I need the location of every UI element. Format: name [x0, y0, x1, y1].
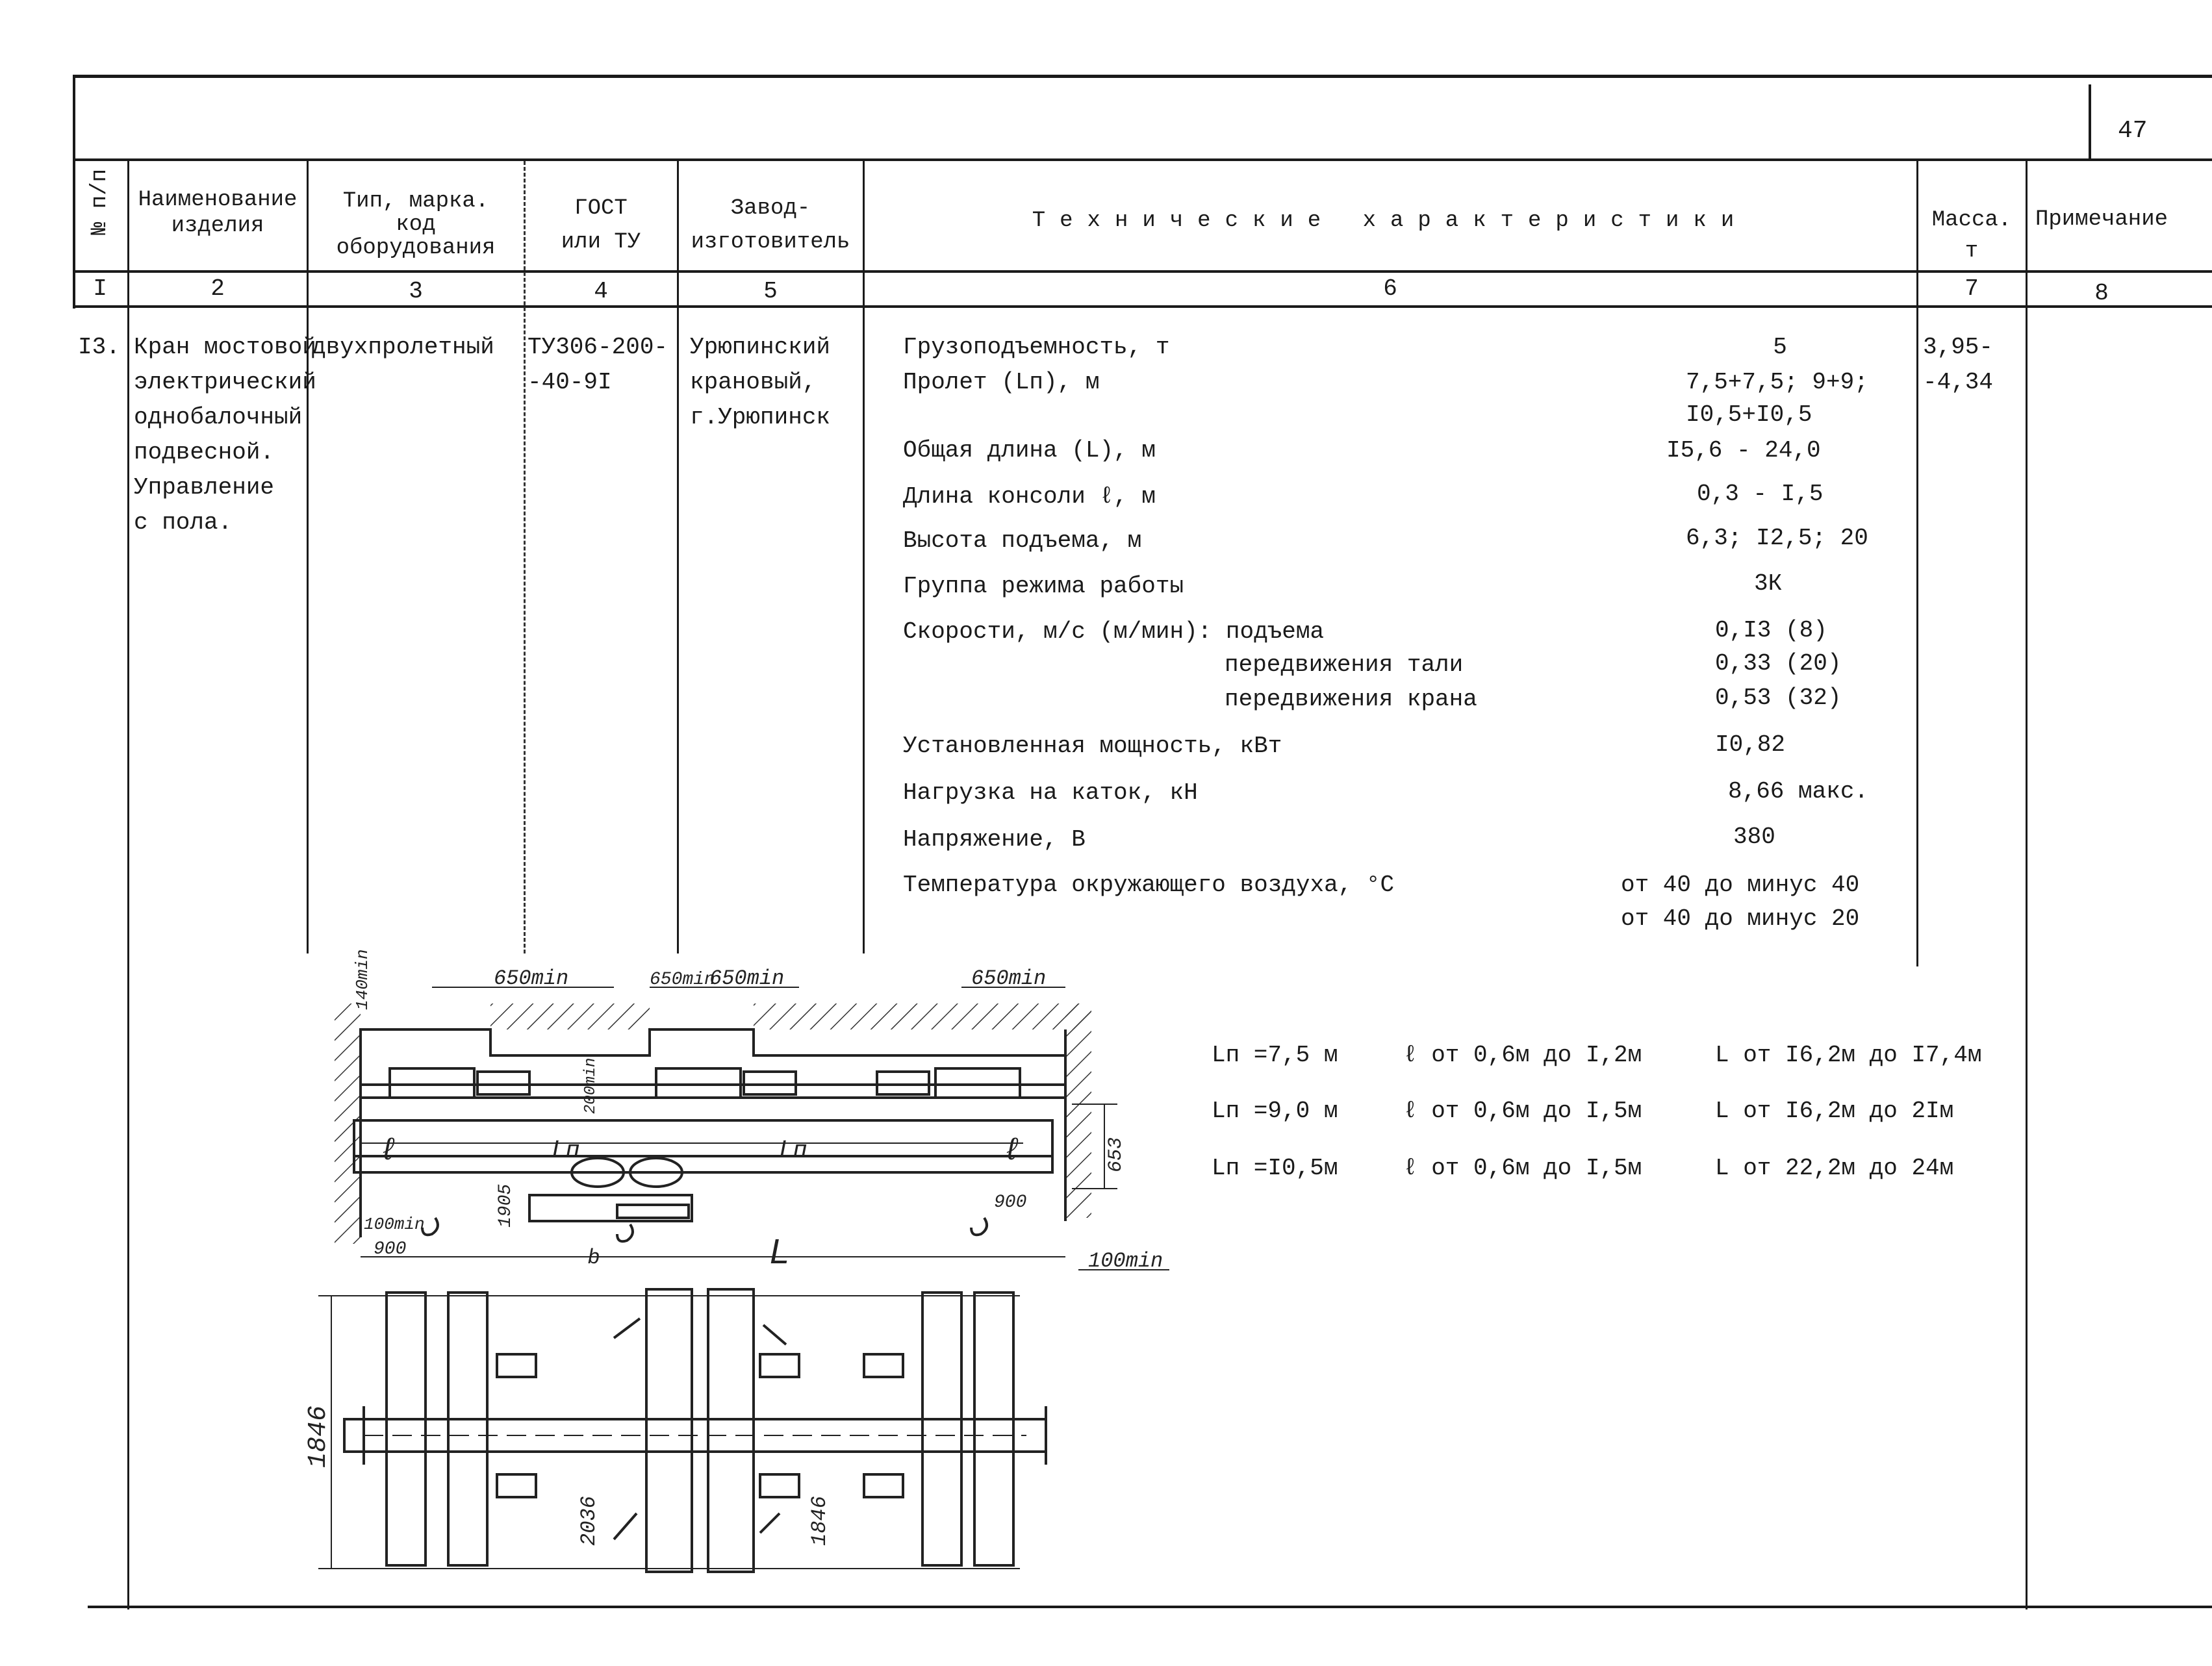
colnum-6: 6 [1383, 275, 1397, 302]
spec-label: передвижения тали [1225, 651, 1464, 678]
spec-label: Скорости, м/с (м/мин): подъема [903, 618, 1325, 645]
dim-650-label: 650min [971, 966, 1046, 991]
row-mass: 3,95--4,34 [1923, 334, 1994, 396]
col-sep-6 [1916, 161, 1918, 966]
col-sep-3 [524, 161, 526, 953]
dim-1846-label: 1846 [807, 1496, 832, 1546]
spec-value: I0,5+I0,5 [1686, 401, 1812, 428]
spec-value: 0,33 (20) [1715, 650, 1842, 677]
colnum-3: 3 [409, 278, 423, 305]
header-col-specs: Технические характеристики [1032, 208, 1749, 233]
spec-value: 6,3; I2,5; 20 [1686, 525, 1868, 551]
dim-100-label: 100min [364, 1215, 425, 1234]
span-L: L от I6,2м до 2Iм [1715, 1098, 1954, 1124]
header-bottom-border [73, 270, 2212, 273]
bottom-border [88, 1606, 2212, 1608]
dim-650-label: 650min [709, 966, 784, 991]
spec-label: Пролет (Lп), м [903, 369, 1100, 396]
span-lp: Lп =7,5 м [1212, 1042, 1338, 1068]
page-number: 47 [2118, 117, 2148, 145]
dim-650-label: 650min [650, 970, 715, 990]
numbers-bottom-border [73, 305, 2212, 308]
dim-1846-label: 1846 [304, 1406, 333, 1468]
dim-650-label: 650min [494, 966, 568, 991]
dim-200-label: 200min [582, 1058, 600, 1114]
spec-value: 0,3 - I,5 [1697, 481, 1824, 507]
spec-value: от 40 до минус 20 [1621, 905, 1860, 932]
spec-label: передвижения крана [1225, 686, 1477, 713]
spec-value: 5 [1773, 334, 1787, 360]
dim-140-label: 140min [353, 949, 372, 1010]
col-sep-7 [2026, 161, 2028, 1609]
spec-value: 7,5+7,5; 9+9; [1686, 369, 1868, 396]
dim-l-label: ℓ [383, 1132, 395, 1167]
elevation-view [335, 987, 1169, 1270]
spec-value: 8,66 макс. [1728, 778, 1869, 805]
colnum-8: 8 [2094, 280, 2109, 307]
dim-L-label: L [770, 1232, 789, 1271]
header-col-plant: Завод-изготовитель [691, 196, 850, 255]
spec-label: Температура окружающего воздуха, °С [903, 872, 1395, 898]
colnum-1: I [93, 275, 107, 302]
spec-label: Длина консоли ℓ, м [903, 483, 1156, 510]
span-l: ℓ от 0,6м до I,5м [1403, 1098, 1642, 1124]
dim-2036-label: 2036 [577, 1496, 601, 1546]
spec-value: 0,I3 (8) [1715, 617, 1827, 644]
spec-label: Группа режима работы [903, 573, 1184, 600]
col-sep-4 [677, 161, 679, 953]
spec-value: I0,82 [1715, 731, 1786, 758]
spec-value: 380 [1733, 824, 1775, 850]
page-number-box [2089, 84, 2091, 161]
span-l: ℓ от 0,6м до I,5м [1403, 1155, 1642, 1181]
dim-l-label: ℓ [1006, 1132, 1019, 1167]
spec-value: 3К [1754, 570, 1783, 597]
span-lp: Lп =I0,5м [1212, 1155, 1338, 1181]
span-L: L от I6,2м до I7,4м [1715, 1042, 1982, 1068]
header-col-note: Примечание [2035, 207, 2168, 232]
span-lp: Lп =9,0 м [1212, 1098, 1338, 1124]
spec-label: Высота подъема, м [903, 527, 1142, 554]
dim-100-label: 100min [1088, 1249, 1163, 1273]
colnum-2: 2 [210, 275, 225, 302]
row-type: двухпролетный [312, 334, 494, 360]
spec-value: 0,53 (32) [1715, 685, 1842, 711]
top-border [73, 75, 2212, 78]
dim-Lp-label: Lп [552, 1136, 579, 1163]
span-l: ℓ от 0,6м до I,2м [1403, 1042, 1642, 1068]
spec-label: Грузоподъемность, т [903, 334, 1170, 360]
span-L: L от 22,2м до 24м [1715, 1155, 1954, 1181]
dim-653-label: 653 [1105, 1137, 1127, 1172]
row-gost: ТУ306-200--40-9I [528, 334, 668, 396]
dim-900-label: 900 [374, 1239, 406, 1259]
dim-Lp-label: Lп [780, 1136, 807, 1163]
row-number: I3. [78, 334, 120, 360]
col-sep-5 [863, 161, 865, 953]
dim-1905-label: 1905 [496, 1184, 516, 1228]
col-sep-1 [127, 161, 129, 1609]
header-col-mass: Масса.т [1931, 208, 2012, 264]
spec-label: Нагрузка на каток, кН [903, 779, 1198, 806]
spec-value: от 40 до минус 40 [1621, 872, 1860, 898]
colnum-4: 4 [594, 278, 608, 305]
spec-value: I5,6 - 24,0 [1666, 437, 1821, 464]
dim-900-label: 900 [994, 1193, 1026, 1213]
spec-label: Установленная мощность, кВт [903, 733, 1282, 759]
col-sep-2 [307, 161, 309, 953]
spec-label: Напряжение, В [903, 826, 1086, 853]
colnum-5: 5 [763, 278, 778, 305]
colnum-7: 7 [1964, 275, 1979, 302]
spec-label: Общая длина (L), м [903, 437, 1156, 464]
plan-view [318, 1288, 1047, 1573]
dim-b-label: b [588, 1244, 600, 1268]
header-top-border [73, 158, 2212, 161]
left-border [73, 75, 75, 309]
